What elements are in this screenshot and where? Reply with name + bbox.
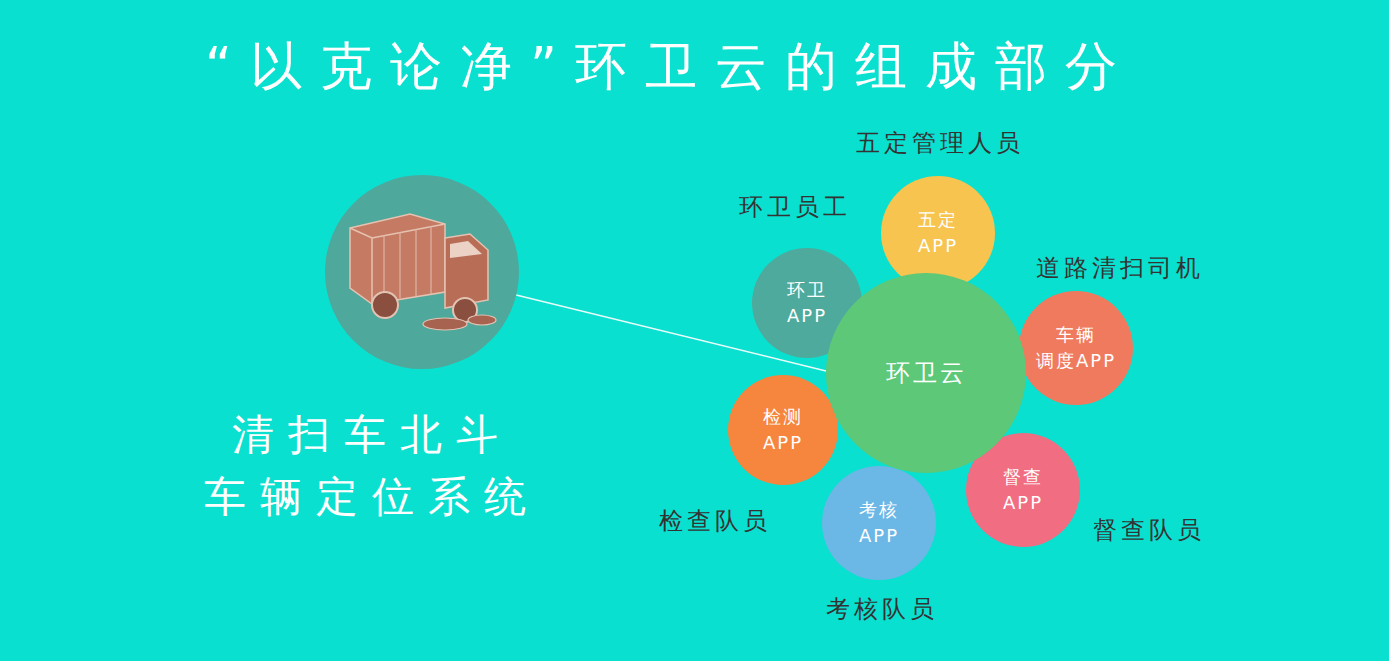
circle-text: 五定 APP <box>918 207 958 259</box>
circle-fill <box>966 433 1080 547</box>
circle-text: 督查 APP <box>1003 464 1043 516</box>
circle-text: 检测 APP <box>763 404 803 456</box>
circle-text: 考核 APP <box>859 497 899 549</box>
circle-fill <box>826 273 1026 473</box>
app-circle: 道路清扫司机车辆 调度APP <box>1019 291 1133 405</box>
source-circle: 清扫车北斗 车辆定位系统 <box>325 175 519 369</box>
app-circle: 检查队员检测 APP <box>728 375 838 485</box>
node-label: 清扫车北斗 车辆定位系统 <box>204 404 540 528</box>
node-label: 道路清扫司机 <box>1036 252 1204 284</box>
hub-circle: 环卫云 <box>826 273 1026 473</box>
circle-shape <box>822 466 936 580</box>
circle-shape <box>1019 291 1133 405</box>
circle-fill <box>1019 291 1133 405</box>
circle-shape <box>728 375 838 485</box>
node-label: 考核队员 <box>826 593 938 625</box>
circle-shape <box>881 176 995 290</box>
node-label: 检查队员 <box>659 505 771 537</box>
app-circle: 五定管理人员五定 APP <box>881 176 995 290</box>
circle-fill <box>881 176 995 290</box>
circle-fill <box>325 175 519 369</box>
node-label: 环卫员工 <box>739 191 851 223</box>
circle-fill <box>822 466 936 580</box>
app-circle: 考核队员考核 APP <box>822 466 936 580</box>
node-label: 督查队员 <box>1093 514 1205 546</box>
sweeper-truck <box>325 175 519 369</box>
node-label: 五定管理人员 <box>856 127 1024 159</box>
title: “以克论净”环卫云的组成部分 <box>0 40 1340 92</box>
circle-text: 环卫云 <box>886 357 967 389</box>
circle-text: 车辆 调度APP <box>1036 322 1116 374</box>
circle-text: 环卫 APP <box>787 277 827 329</box>
circle-fill <box>728 375 838 485</box>
